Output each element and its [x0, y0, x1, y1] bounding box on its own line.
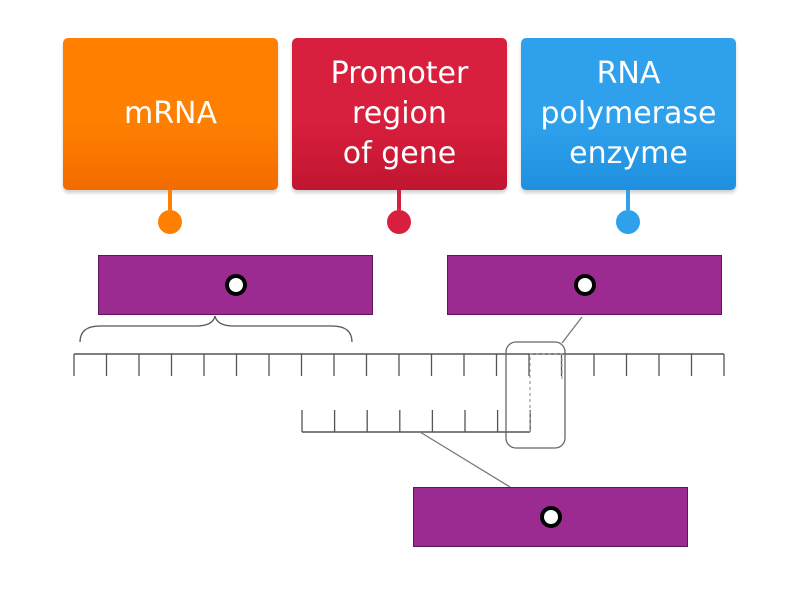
- rnap-tile-line-1: RNA: [596, 56, 661, 91]
- rna-polymerase-tile-text: RNA polymerase enzyme: [541, 54, 717, 174]
- drop-target-3-dot-icon: [539, 506, 562, 528]
- rna-polymerase-tile-pin-stem: [626, 190, 630, 210]
- dna-strand-ticks: [73, 354, 725, 376]
- drop-target-1[interactable]: [98, 255, 373, 315]
- drop-target-2-dot-icon: [573, 274, 596, 296]
- mrna-tile-line-1: mRNA: [123, 96, 218, 131]
- promoter-tile-line-3: of gene: [342, 136, 457, 171]
- promoter-region-tile[interactable]: Promoter region of gene: [292, 38, 507, 190]
- mrna-tile-pin-icon[interactable]: [158, 210, 182, 234]
- promoter-tile-pin-stem: [397, 190, 401, 210]
- drop-target-3[interactable]: [413, 487, 688, 547]
- promoter-tile-pin-icon[interactable]: [387, 210, 411, 234]
- rna-polymerase-outline: [505, 341, 566, 449]
- promoter-tile-line-2: region: [352, 96, 447, 131]
- leader-line-target-3: [419, 431, 511, 488]
- mrna-tile-text: mRNA: [124, 94, 217, 134]
- curly-brace: [79, 315, 353, 343]
- rnap-tile-line-3: enzyme: [569, 136, 688, 171]
- drop-target-1-dot-icon: [224, 274, 247, 296]
- rna-polymerase-tile-pin-icon[interactable]: [616, 210, 640, 234]
- dotted-connector: [529, 353, 563, 432]
- drop-target-2[interactable]: [447, 255, 722, 315]
- mrna-tile-pin-stem: [168, 190, 172, 210]
- promoter-region-tile-text: Promoter region of gene: [331, 54, 469, 174]
- rnap-tile-line-2: polymerase: [540, 96, 717, 131]
- mrna-tile[interactable]: mRNA: [63, 38, 278, 190]
- leader-line-target-2: [561, 316, 583, 344]
- rna-polymerase-tile[interactable]: RNA polymerase enzyme: [521, 38, 736, 190]
- mrna-strand-ticks: [301, 410, 531, 432]
- promoter-tile-line-1: Promoter: [330, 56, 469, 91]
